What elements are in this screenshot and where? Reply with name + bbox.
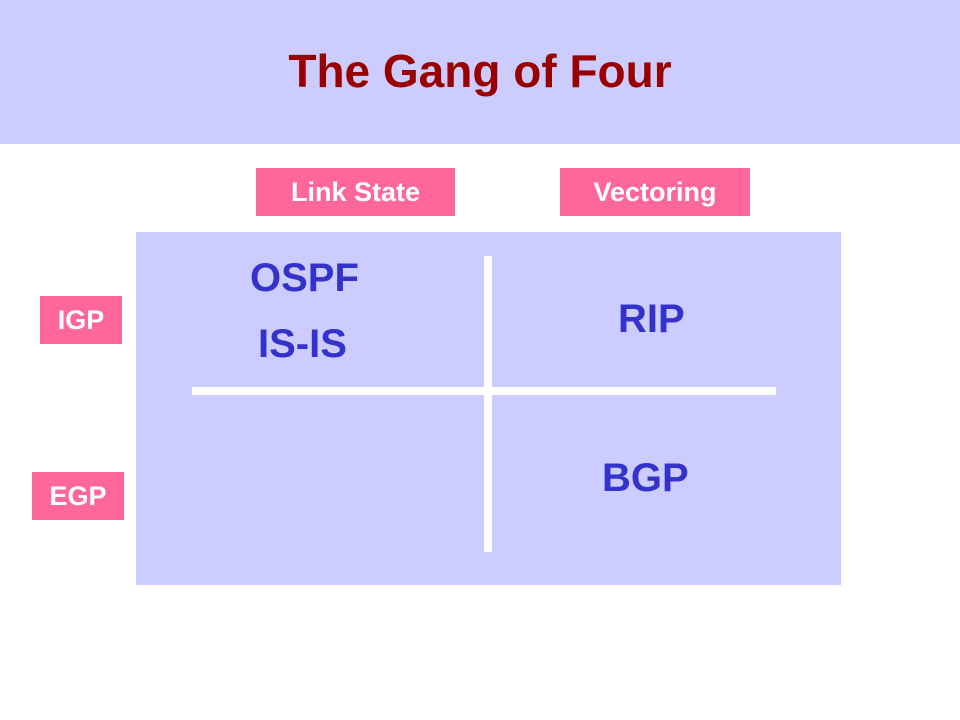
protocol-rip: RIP — [618, 297, 685, 341]
protocol-ospf: OSPF — [250, 256, 359, 300]
column-label-link-state: Link State — [256, 168, 455, 216]
row-label-egp: EGP — [32, 472, 124, 520]
slide-title: The Gang of Four — [288, 45, 672, 97]
column-label-vectoring: Vectoring — [560, 168, 750, 216]
title-band — [0, 0, 960, 144]
vertical-divider — [484, 256, 492, 552]
protocol-is-is: IS-IS — [258, 322, 347, 366]
horizontal-divider — [192, 387, 776, 395]
row-label-igp: IGP — [40, 296, 122, 344]
protocol-bgp: BGP — [602, 456, 689, 500]
